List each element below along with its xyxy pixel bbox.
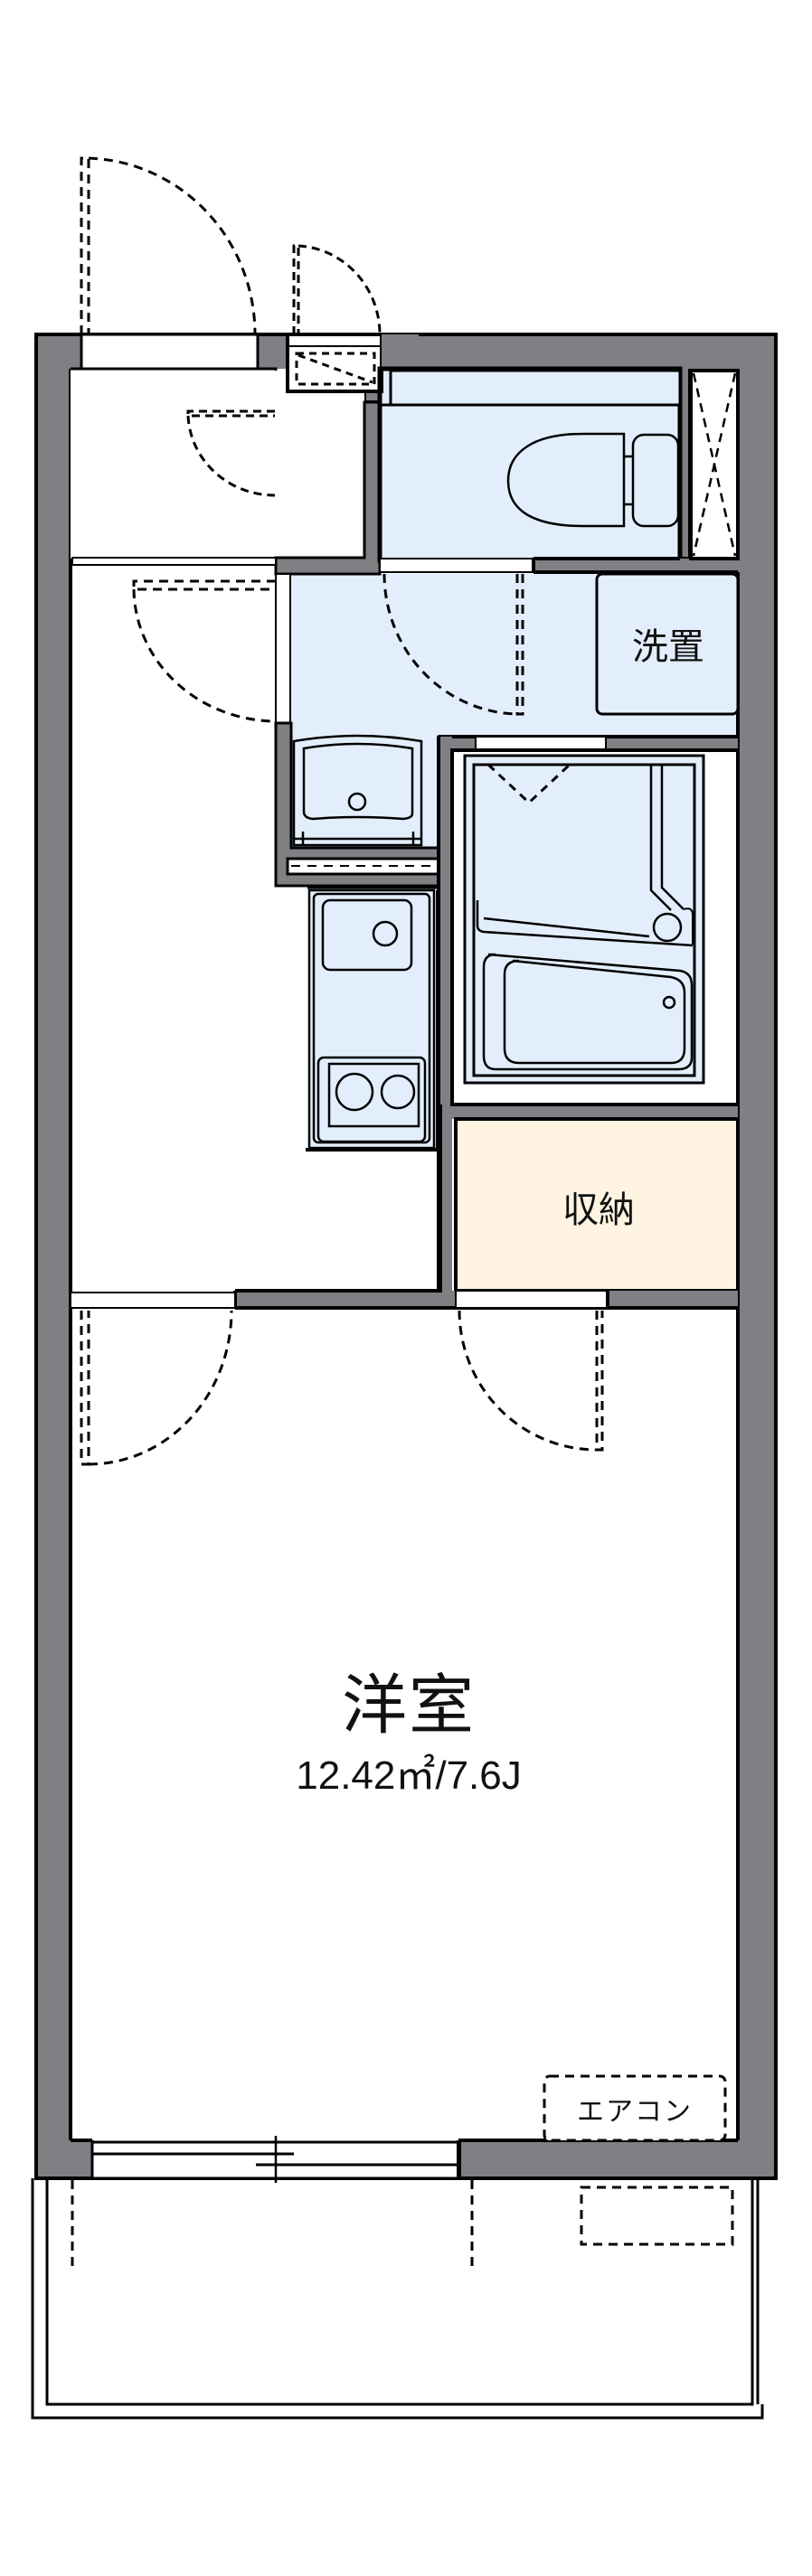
air-conditioner-icon	[543, 2074, 727, 2142]
balcony-door-trace-icon	[71, 2180, 474, 2270]
outdoor-ac-unit-icon	[580, 2186, 734, 2246]
kitchen-sink-icon	[321, 898, 413, 972]
toilet-icon	[506, 432, 680, 528]
storage-closet	[454, 1117, 740, 1293]
bathtub-icon	[482, 953, 694, 1071]
sliding-window[interactable]	[90, 2136, 460, 2183]
vanity-basin-icon	[292, 734, 423, 847]
stove-icon	[316, 1056, 427, 1143]
toilet-door-opening	[379, 558, 534, 573]
washroom-label: 洗置	[632, 626, 704, 668]
storage-door-icon	[458, 1310, 604, 1452]
washroom-sliding-door	[275, 573, 291, 724]
washing-machine-space	[595, 572, 740, 716]
kitchen-counter	[306, 886, 440, 1152]
room-door-opening	[70, 1292, 236, 1309]
storage-door-opening	[455, 1290, 609, 1309]
western-room-label: 洋室	[341, 1667, 477, 1744]
ventilation-shaft-icon	[689, 369, 740, 560]
entrance-opening	[80, 333, 260, 371]
shower-icon	[652, 912, 683, 943]
toilet-door-icon	[382, 573, 524, 716]
room-door-icon	[80, 1310, 233, 1466]
western-room-area: 12.42㎡/7.6J	[296, 1753, 522, 1798]
unit-bath	[450, 748, 740, 1106]
hall-door-icon	[132, 579, 277, 723]
shoe-cabinet-door-icon	[186, 409, 276, 497]
balcony	[31, 2178, 764, 2420]
bath-door-swing-icon	[486, 763, 571, 805]
bath-door-opening	[475, 736, 607, 751]
air-conditioner-label: エアコン	[577, 2096, 693, 2128]
storage-label: 収納	[562, 1189, 635, 1231]
meter-box	[286, 244, 383, 393]
entrance-door-icon	[80, 156, 257, 335]
toilet-room	[377, 366, 683, 563]
